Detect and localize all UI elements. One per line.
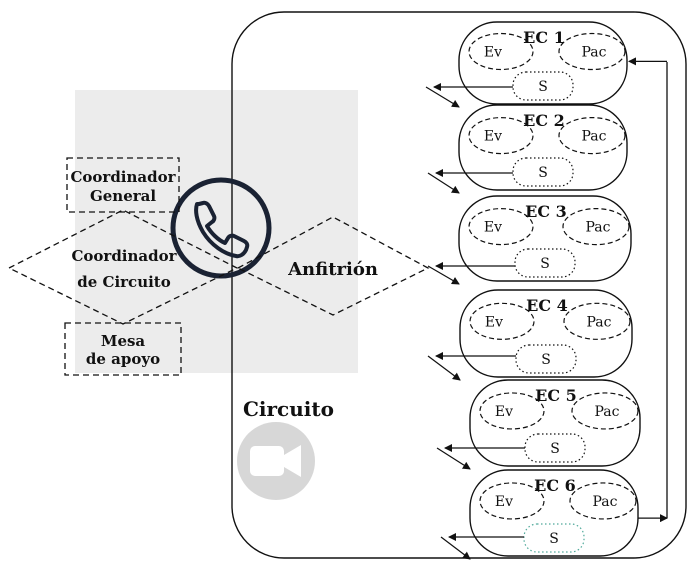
support-desk-line1: Mesa (101, 332, 146, 350)
hub-diagonal (427, 172, 460, 194)
pac-label: Pac (586, 220, 611, 236)
s-box (512, 71, 574, 101)
coordinator-general-line2: General (90, 187, 156, 205)
ec-container (469, 469, 639, 557)
coordinator-circuit-line2: de Circuito (77, 273, 170, 291)
ec-title: EC 5 (535, 386, 577, 405)
pac-label: Pac (582, 129, 607, 145)
ec-title: EC 4 (526, 296, 568, 315)
host-diamond (236, 216, 430, 316)
circuit-label: Circuito (243, 397, 334, 421)
ec-container (458, 195, 632, 282)
ev-ellipse (468, 117, 534, 155)
s-label: S (541, 352, 551, 368)
pac-label: Pac (593, 494, 618, 510)
hub-diagonal (440, 536, 471, 560)
ec-title: EC 1 (523, 28, 565, 47)
pac-ellipse (558, 117, 626, 155)
hub-diagonal (436, 447, 471, 470)
ev-ellipse (468, 208, 534, 246)
ec-container (458, 21, 628, 105)
ev-label: Ev (484, 45, 502, 61)
support-desk-line2: de apoyo (86, 350, 160, 368)
gray-panel (75, 90, 358, 373)
ev-label: Ev (484, 129, 502, 145)
ec-container (459, 289, 633, 378)
circuit-container (231, 11, 687, 559)
pac-ellipse (569, 482, 637, 520)
ec-container (469, 379, 641, 467)
support-desk-box (64, 322, 182, 376)
ec-title: EC 6 (534, 476, 576, 495)
s-label: S (538, 165, 548, 181)
s-box (514, 248, 576, 278)
hub-diagonal (427, 265, 460, 285)
coordinator-general-line1: Coordinador (70, 168, 176, 186)
pac-ellipse (558, 32, 626, 71)
s-label: S (550, 441, 560, 457)
pac-label: Pac (582, 45, 607, 61)
pac-ellipse (563, 302, 631, 340)
ec-container (458, 104, 628, 191)
hub-diagonal (425, 86, 460, 108)
coordinator-circuit-line1: Coordinador (71, 247, 177, 265)
pac-ellipse (571, 392, 639, 430)
s-label: S (540, 256, 550, 272)
s-box (512, 157, 574, 187)
s-box (523, 523, 585, 553)
ev-ellipse (479, 482, 545, 520)
ev-label: Ev (485, 314, 503, 330)
pac-label: Pac (595, 404, 620, 420)
host-label: Anfitrión (287, 259, 378, 280)
video-camera-icon (237, 422, 315, 500)
ev-label: Ev (495, 404, 513, 420)
ev-label: Ev (484, 220, 502, 236)
s-label: S (549, 531, 559, 547)
ev-ellipse (469, 302, 535, 340)
s-box (515, 344, 577, 374)
coordinator-general-box (66, 157, 180, 213)
s-label: S (538, 79, 548, 95)
pac-label: Pac (587, 314, 612, 330)
ec-title: EC 2 (523, 111, 565, 130)
pac-ellipse (562, 208, 630, 246)
ec-title: EC 3 (525, 202, 567, 221)
ev-ellipse (479, 392, 545, 430)
hub-diagonal (427, 355, 461, 381)
s-box (524, 433, 586, 463)
ev-label: Ev (495, 494, 513, 510)
coordinator-circuit-diamond (7, 209, 239, 325)
